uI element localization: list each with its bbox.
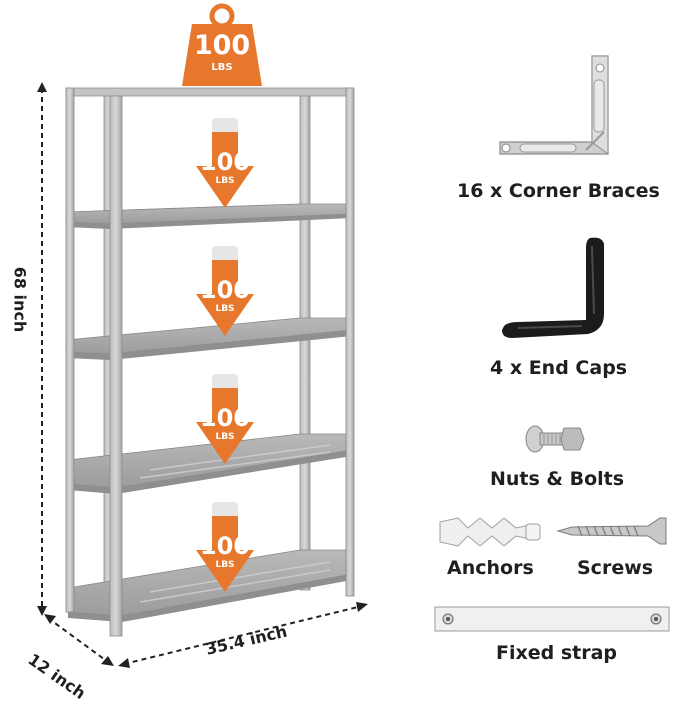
shelf-weight-1-value: 100 <box>199 148 251 176</box>
nut-bolt-icon <box>525 425 585 453</box>
down-arrow-icon <box>196 118 254 208</box>
shelf-weight-1: 100 LBS <box>192 118 258 210</box>
front-post-middle <box>109 95 123 637</box>
shelf-weight-4: 100 LBS <box>192 502 258 594</box>
width-dimension-line <box>123 605 363 665</box>
top-weight-value: 100 <box>193 30 251 61</box>
end-caps-label: 4 x End Caps <box>490 357 628 379</box>
depth-dimension-line <box>47 617 109 663</box>
top-weight-unit: LBS <box>211 62 233 73</box>
fixed-strap-icon <box>434 606 670 632</box>
nuts-bolts-label: Nuts & Bolts <box>490 468 625 490</box>
down-arrow-icon <box>196 374 254 464</box>
height-label: 68 inch <box>10 266 30 333</box>
corner-brace-icon <box>499 55 609 155</box>
shelf-unit-illustration <box>37 82 368 668</box>
front-post-left <box>65 87 75 613</box>
shelf-weight-3-value: 100 <box>199 404 251 432</box>
down-arrow-icon <box>196 502 254 592</box>
fixed-strap-label: Fixed strap <box>496 642 618 664</box>
shelf-weight-3-unit: LBS <box>215 432 235 442</box>
shelf-weight-4-value: 100 <box>199 532 251 560</box>
shelf-weight-1-unit: LBS <box>215 176 235 186</box>
weight-icon <box>182 3 262 86</box>
screw-icon <box>556 517 667 545</box>
anchors-label: Anchors <box>447 557 534 579</box>
top-weight-badge: 100 LBS <box>182 2 262 86</box>
shelf-weight-2-value: 100 <box>199 276 251 304</box>
shelf-weight-2-unit: LBS <box>215 304 235 314</box>
down-arrow-icon <box>196 246 254 336</box>
shelf-weight-4-unit: LBS <box>215 560 235 570</box>
top-frame <box>65 87 353 97</box>
shelf-weight-3: 100 LBS <box>192 374 258 466</box>
screws-label: Screws <box>577 557 654 579</box>
front-post-right <box>345 87 355 597</box>
shelf-weight-2: 100 LBS <box>192 246 258 338</box>
corner-braces-label: 16 x Corner Braces <box>457 180 660 202</box>
anchor-icon <box>439 517 541 547</box>
end-cap-icon <box>502 237 604 338</box>
